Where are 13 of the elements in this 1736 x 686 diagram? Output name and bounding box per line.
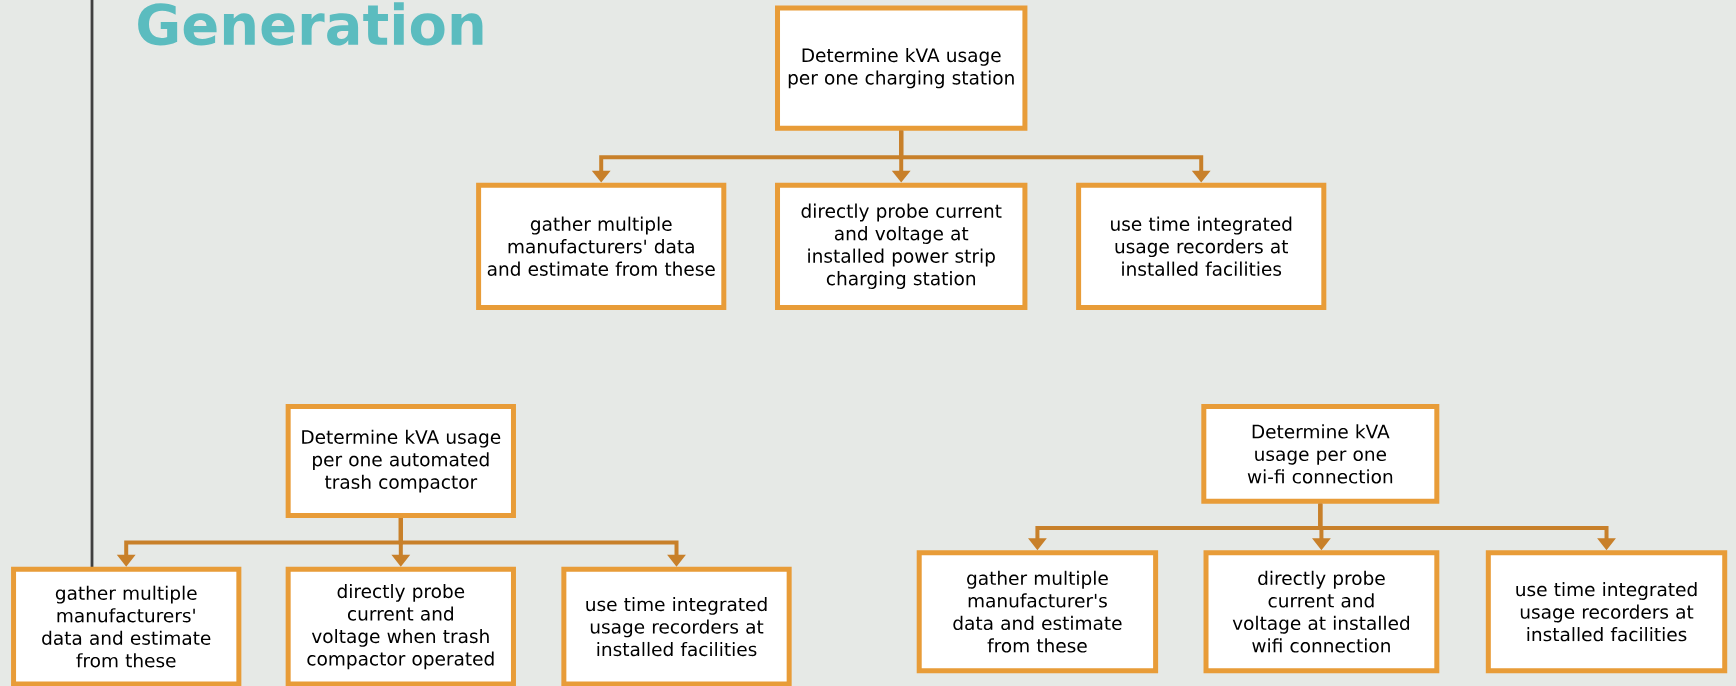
process-box: Determine kVA usage per one charging station: [775, 5, 1028, 131]
process-box: use time integrated usage recorders at installed facilities: [1485, 550, 1728, 674]
process-box: directly probe current and voltage when trash compactor operated: [285, 566, 516, 686]
process-box: use time integrated usage recorders at installed facilities: [1076, 182, 1327, 310]
process-box: Determine kVA usage per one automated trash compactor: [285, 404, 516, 519]
process-box: directly probe current and voltage at installed wifi connection: [1203, 550, 1440, 674]
process-box: directly probe current and voltage at installed power strip charging station: [775, 182, 1028, 310]
process-box: Determine kVA usage per one wi-fi connection: [1201, 404, 1440, 504]
process-box: gather multiple manufacturer's data and estimate from these: [916, 550, 1159, 674]
title: Generation: [138, 2, 483, 46]
process-box: use time integrated usage recorders at installed facilities: [561, 566, 792, 686]
process-box: gather multiple manufacturers' data and estimate from these: [476, 182, 727, 310]
process-box: gather multiple manufacturers' data and estimate from these: [11, 566, 242, 686]
